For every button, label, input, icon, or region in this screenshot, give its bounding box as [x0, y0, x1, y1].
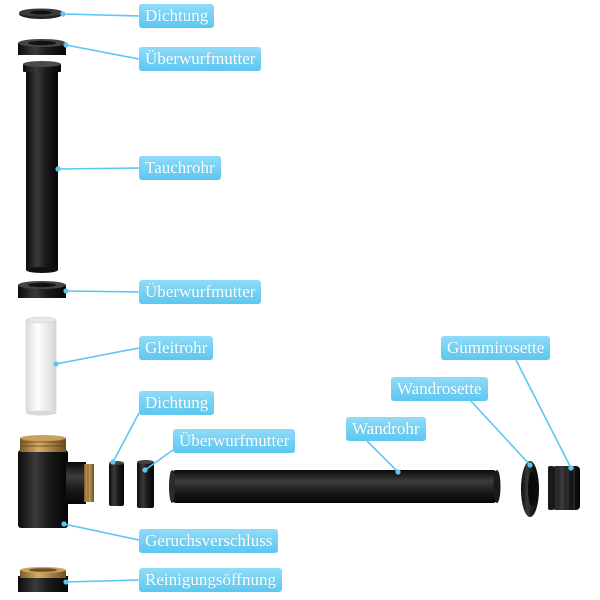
part-gummirosette [548, 466, 580, 510]
label-gleitrohr: Gleitrohr [139, 336, 213, 360]
label-gummirosette: Gummirosette [441, 336, 550, 360]
part-geruchsverschluss [18, 435, 94, 528]
label-ueberwurfmutter-low: Überwurfmutter [173, 429, 295, 453]
label-ueberwurfmutter-top: Überwurfmutter [139, 47, 261, 71]
label-tauchrohr: Tauchrohr [139, 156, 221, 180]
part-gleitrohr [26, 317, 56, 416]
part-wandrohr [169, 470, 501, 503]
label-ueberwurfmutter-mid: Überwurfmutter [139, 280, 261, 304]
label-geruchsverschluss: Geruchsverschluss [139, 529, 278, 553]
label-reinigungsoeffnung: Reinigungsöffnung [139, 568, 282, 592]
part-ueberwurfmutter-top [18, 39, 66, 55]
part-ueberwurfmutter-mid [18, 281, 66, 298]
label-wandrohr: Wandrohr [346, 417, 426, 441]
part-tauchrohr [23, 61, 61, 273]
label-dichtung-top: Dichtung [139, 4, 214, 28]
part-wandrosette [521, 461, 539, 517]
label-dichtung-low: Dichtung [139, 391, 214, 415]
part-dichtung-low [109, 461, 124, 506]
part-reinigungsoeffnung [18, 567, 68, 592]
part-ueberwurfmutter-low [137, 460, 154, 508]
label-wandrosette: Wandrosette [391, 377, 488, 401]
part-dichtung-top [19, 9, 63, 20]
